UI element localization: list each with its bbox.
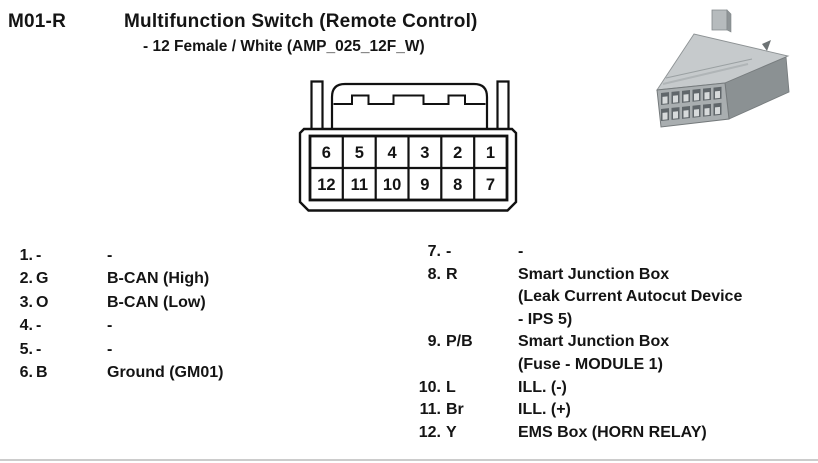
mounting-ear-right (496, 80, 510, 130)
pin-cell-3: 3 (420, 144, 429, 162)
pin-cell-11: 11 (351, 176, 368, 194)
pin-description: B-CAN (Low) (107, 293, 206, 311)
pin-number: 6. (19, 364, 33, 382)
pin-number: 8. (427, 265, 441, 283)
pin-description: Smart Junction Box (518, 333, 670, 351)
pin-number: 1. (19, 247, 33, 264)
wire-color-code: B (36, 364, 48, 382)
pin-row-5: 5. - - (0, 338, 400, 361)
connector-3d-image (656, 9, 790, 128)
pin-description-cont: (Leak Current Autocut Device (518, 288, 743, 306)
key-profile (333, 94, 486, 105)
pin-cell-5: 5 (355, 144, 364, 162)
pin-row-8: 8. R Smart Junction Box (Leak Current Au… (410, 264, 818, 332)
pin-row-12: 12. Y EMS Box (HORN RELAY) (410, 422, 818, 445)
pin-description: - (518, 243, 524, 260)
wire-color-code: Y (446, 423, 457, 441)
pin-number: 5. (19, 340, 33, 358)
connector-spec: - 12 Female / White (AMP_025_12F_W) (143, 38, 425, 55)
pin-row-6: 6. B Ground (GM01) (0, 361, 400, 384)
pin-description: ILL. (+) (518, 401, 571, 419)
pin-description: Smart Junction Box (518, 265, 670, 283)
pin-description: - (107, 340, 113, 358)
pin-row-10: 10. L ILL. (-) (410, 377, 818, 400)
pin-row-2: 2. G B-CAN (High) (0, 267, 400, 290)
pin-cell-10: 10 (383, 176, 401, 194)
pin-description: ILL. (-) (518, 378, 567, 396)
pin-row-4: 4. - - (0, 314, 400, 337)
page-title: Multifunction Switch (Remote Control) (124, 11, 478, 32)
pin-cell-8: 8 (453, 176, 462, 194)
pin-number: 12. (418, 423, 441, 441)
pin-number: 9. (427, 333, 441, 351)
wire-color-code: O (36, 293, 49, 311)
connector-pinout-diagram: 6 5 4 3 2 1 12 11 10 9 8 7 (298, 80, 518, 212)
pin-cell-7: 7 (486, 176, 495, 194)
wire-color-code: L (446, 378, 456, 396)
wire-color-code: G (36, 270, 49, 288)
pin-number: 2. (19, 270, 33, 288)
pin-grid: 6 5 4 3 2 1 12 11 10 9 8 7 (308, 134, 509, 202)
pin-cell-2: 2 (453, 144, 462, 162)
pin-description: B-CAN (High) (107, 270, 210, 288)
pin-cell-9: 9 (420, 176, 429, 194)
wire-color-code: - (36, 340, 42, 358)
wire-color-code: - (36, 247, 42, 264)
pin-description-cont: (Fuse - MODULE 1) (518, 355, 663, 373)
wire-color-code: Br (446, 401, 464, 419)
pin-description-cont: - IPS 5) (518, 310, 573, 328)
pin-number: 11. (419, 401, 441, 419)
latch-tab (711, 9, 732, 33)
pin-number: 10. (418, 378, 441, 396)
wire-color-code: P/B (446, 333, 473, 351)
latch-notch (762, 40, 771, 51)
connector-code: M01-R (8, 11, 67, 32)
pin-number: 4. (19, 317, 33, 335)
wire-color-code: - (36, 317, 42, 335)
pin-row-1: 1. - - (0, 244, 400, 267)
pin-description: - (107, 247, 113, 264)
pin-description: Ground (GM01) (107, 364, 224, 382)
pin-row-11: 11. Br ILL. (+) (410, 399, 818, 422)
pin-list-right: 7. - - 8. R Smart Junction Box (Leak Cur… (410, 241, 818, 444)
pin-description: EMS Box (HORN RELAY) (518, 423, 707, 441)
pin-row-3: 3. O B-CAN (Low) (0, 291, 400, 314)
pin-number: 7. (427, 243, 441, 260)
pin-list-left: 1. - - 2. G B-CAN (High) 3. O B-CAN (Low… (0, 244, 400, 384)
page-divider (0, 459, 818, 461)
pin-row-9: 9. P/B Smart Junction Box (Fuse - MODULE… (410, 331, 818, 376)
wire-color-code: R (446, 265, 458, 283)
wire-color-code: - (446, 243, 452, 260)
pin-number: 3. (19, 293, 33, 311)
mounting-ear-left (310, 80, 324, 130)
pin-cell-12: 12 (317, 176, 335, 194)
pin-cell-1: 1 (486, 144, 495, 162)
pin-row-7: 7. - - (410, 241, 818, 264)
pin-cell-4: 4 (388, 144, 398, 162)
connector-key-hump (330, 82, 489, 130)
pin-cell-6: 6 (322, 144, 331, 162)
pin-description: - (107, 317, 113, 335)
